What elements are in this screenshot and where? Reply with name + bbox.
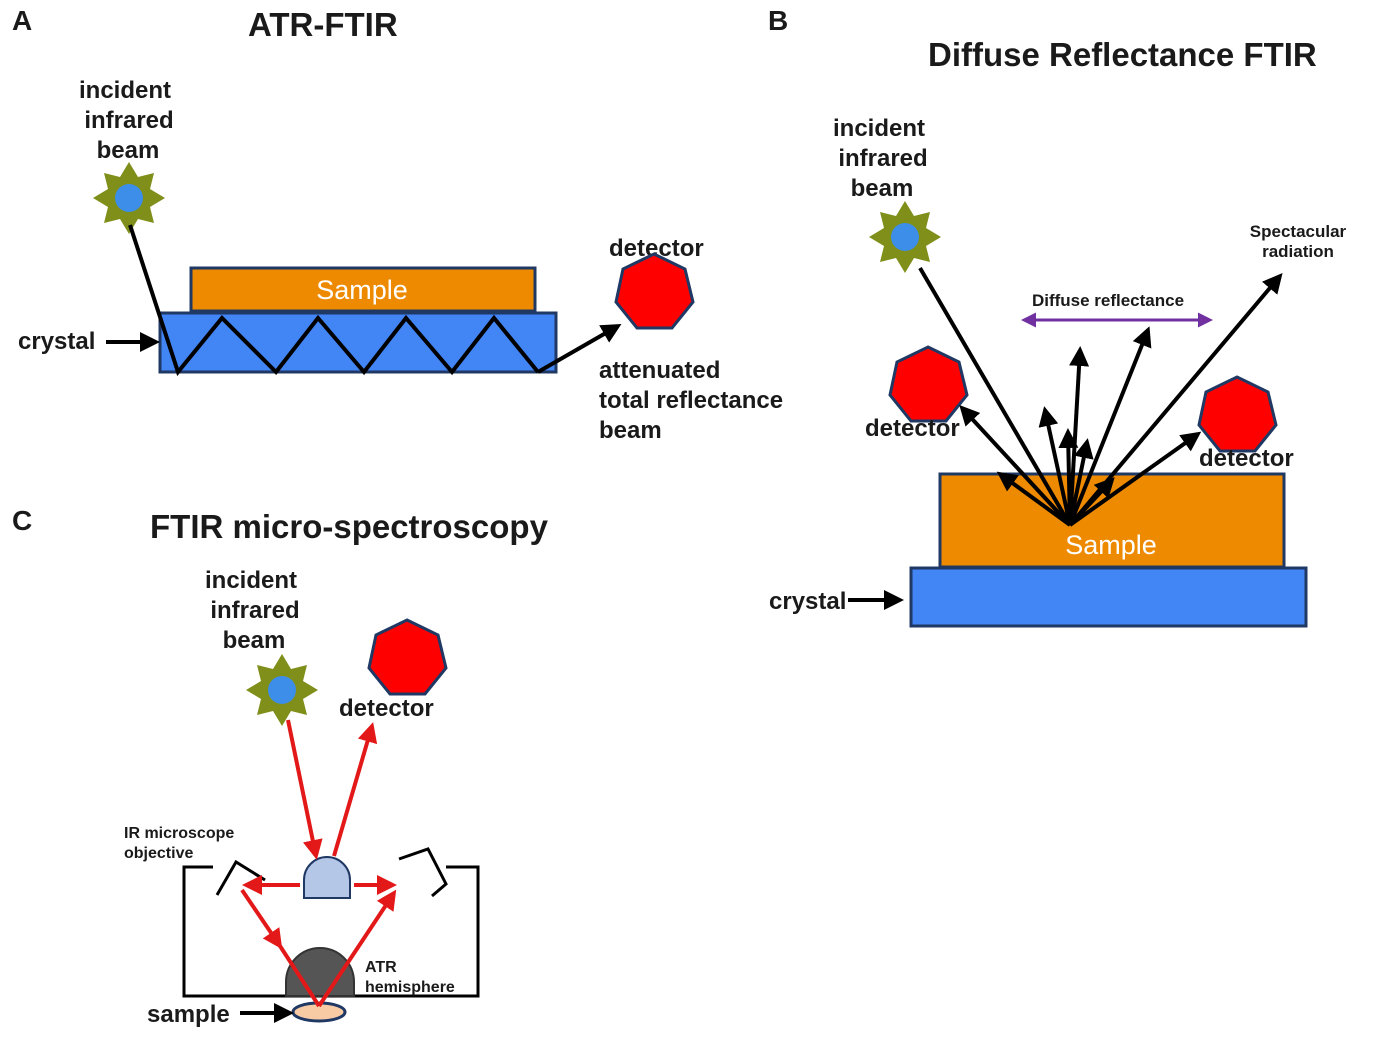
detector-left-label: detector [865,415,960,442]
panel-b: B Diffuse Reflectance FTIR incident infr… [768,5,1347,628]
panel-c-source-label-2: infrared [210,597,299,624]
diffuse-label: Diffuse reflectance [1032,291,1184,310]
output-label-1: attenuated [599,357,720,384]
sample-label: Sample [316,275,408,305]
panel-b-title: Diffuse Reflectance FTIR [928,36,1317,73]
panel-a: A ATR-FTIR incident infrared beam Sample… [12,5,783,444]
atr-label-2: hemisphere [365,979,455,996]
heptagon-detector-icon [367,618,448,696]
detector-right-label: detector [1199,445,1294,472]
objective-label-2: objective [124,845,193,862]
star-source-icon [246,654,318,726]
detector-label: detector [339,695,434,722]
atr-label-1: ATR [365,959,397,976]
output-label-3: beam [599,417,662,444]
panel-b-source-label-2: infrared [838,145,927,172]
panel-a-source-label-2: infrared [84,107,173,134]
panel-a-source-label-3: beam [97,137,160,164]
output-beam-arrow [537,324,622,374]
sample-label: sample [147,1001,230,1028]
panel-c-source-label-1: incident [205,567,297,594]
panel-c-source-label-3: beam [223,627,286,654]
star-source-icon [93,162,165,234]
lens [303,856,351,899]
reflection-path [128,224,540,377]
panel-a-title: ATR-FTIR [248,6,398,43]
output-label-2: total reflectance [599,387,783,414]
heptagon-detector-icon [1197,375,1278,453]
heptagon-detector-icon [888,345,969,423]
panel-a-source-label-1: incident [79,77,171,104]
beam-paths [240,719,397,1008]
sample-label: Sample [1065,530,1157,560]
panel-b-letter: B [768,5,788,36]
crystal-label: crystal [769,588,846,615]
objective-label-1: IR microscope [124,825,234,842]
heptagon-detector-icon [614,252,695,330]
objective-mirror-right [398,847,448,898]
panel-b-source-label-3: beam [851,175,914,202]
panel-c-title: FTIR micro-spectroscopy [150,508,549,545]
specular-label-2: radiation [1262,242,1334,261]
objective-mirror-left [215,859,266,896]
panel-b-source-label-1: incident [833,115,925,142]
sample-layer [189,266,537,313]
specular-label-1: Spectacular [1250,222,1347,241]
crystal [909,566,1308,628]
star-source-icon [869,201,941,273]
panel-a-letter: A [12,5,32,36]
crystal-label: crystal [18,328,95,355]
scatter-arrows [918,266,1283,527]
panel-c: C FTIR micro-spectroscopy incident infra… [12,505,549,1028]
panel-c-letter: C [12,505,32,536]
